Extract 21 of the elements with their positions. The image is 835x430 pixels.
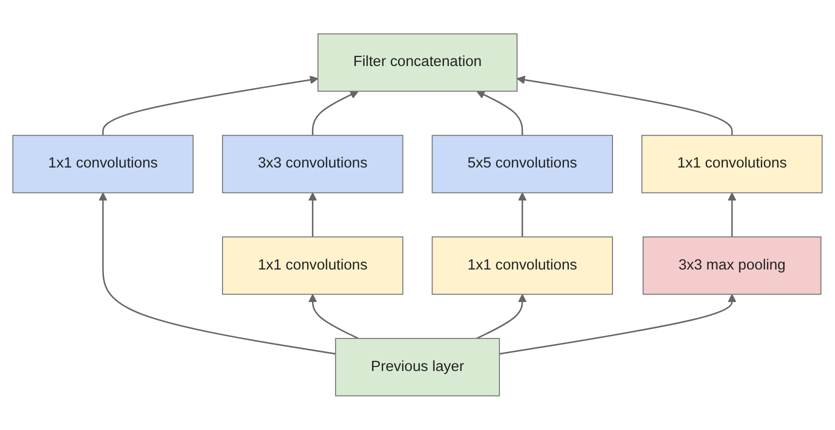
node-box [641,135,823,194]
arrow [308,192,317,238]
arrow [518,192,527,238]
arrow [499,294,736,355]
arrow [728,192,736,238]
arrow [312,90,359,136]
node-box [432,236,613,295]
node-box [432,135,613,194]
arrow [98,192,336,355]
arrow [102,76,318,136]
node-box [222,135,404,194]
arrow [476,90,524,136]
arrow [308,294,359,340]
flowchart-drawing: Filter concatenation 1x1 convolutions 3x3 convolutions 5x5 convolutions 1x1 convolutions 1x1 convolutions 1x1 convolutions 3x3 max pooling Previous layer [5,26,830,404]
arrow [476,294,527,340]
node-box [222,236,404,295]
node-box [642,236,822,295]
node-box [12,135,194,194]
node-box [335,338,500,396]
arrow [516,76,733,136]
node-box [318,34,518,92]
